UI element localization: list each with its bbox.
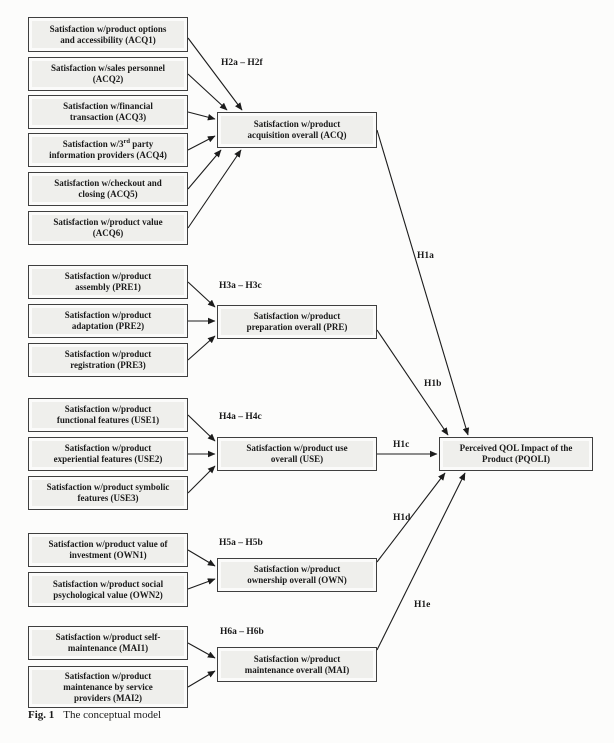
node-acq1: Satisfaction w/product options and acces… [28, 17, 188, 52]
arrows-use-group [187, 414, 216, 494]
arrow-acq4 [187, 135, 216, 151]
hypothesis-label-h2: H2a – H2f [221, 58, 263, 68]
arrow-acq6 [187, 149, 242, 229]
node-own2: Satisfaction w/product social psychologi… [28, 572, 188, 607]
figure-caption-text: The conceptual model [63, 709, 162, 721]
node-pqoli: Perceived QOL Impact of the Product (PQO… [439, 437, 593, 471]
node-acq2: Satisfaction w/sales personnel (ACQ2) [28, 57, 188, 91]
node-use-overall-fill: Satisfaction w/product use overall (USE) [221, 441, 373, 467]
node-acq3: Satisfaction w/financial transaction (AC… [28, 95, 188, 129]
node-acq6: Satisfaction w/product value (ACQ6) [28, 211, 188, 245]
hypothesis-label-h1a: H1a [417, 251, 434, 261]
hypothesis-label-h1b: H1b [424, 379, 442, 389]
arrow-acq5 [187, 149, 222, 190]
arrow-mai1 [187, 642, 216, 659]
node-use-overall: Satisfaction w/product use overall (USE) [217, 437, 377, 471]
hypothesis-label-h1d: H1d [393, 513, 411, 523]
node-mai-overall-fill: Satisfaction w/product maintenance overa… [221, 651, 373, 678]
node-acq5-fill: Satisfaction w/checkout and closing (ACQ… [32, 176, 184, 202]
node-own1: Satisfaction w/product value of investme… [28, 533, 188, 567]
arrow-acq1 [187, 37, 243, 111]
node-mai-overall: Satisfaction w/product maintenance overa… [217, 647, 377, 682]
node-pre1-fill: Satisfaction w/product assembly (PRE1) [32, 269, 184, 295]
node-acq-overall: Satisfaction w/product acquisition overa… [217, 112, 377, 148]
arrow-h1d [376, 472, 446, 563]
node-mai2-fill: Satisfaction w/product maintenance by se… [32, 670, 184, 704]
hypothesis-label-h6: H6a – H6b [220, 627, 264, 637]
node-own-overall-fill: Satisfaction w/product ownership overall… [221, 562, 373, 588]
node-acq5: Satisfaction w/checkout and closing (ACQ… [28, 172, 188, 206]
arrow-use1 [187, 414, 216, 442]
node-use1-fill: Satisfaction w/product functional featur… [32, 402, 184, 428]
node-pre2-fill: Satisfaction w/product adaptation (PRE2) [32, 308, 184, 334]
node-acq4-fill: Satisfaction w/3rd party information pro… [32, 137, 184, 163]
arrows-h1-group [376, 129, 470, 651]
node-pre3-fill: Satisfaction w/product registration (PRE… [32, 347, 184, 373]
node-pqoli-fill: Perceived QOL Impact of the Product (PQO… [443, 441, 589, 467]
node-mai2: Satisfaction w/product maintenance by se… [28, 666, 188, 708]
node-own2-fill: Satisfaction w/product social psychologi… [32, 576, 184, 603]
arrow-h1a [376, 129, 470, 436]
arrow-own1 [187, 549, 216, 567]
node-acq6-fill: Satisfaction w/product value (ACQ6) [32, 215, 184, 241]
hypothesis-label-h1c: H1c [393, 440, 410, 450]
figure-caption-label: Fig. 1 [28, 709, 55, 721]
node-pre3: Satisfaction w/product registration (PRE… [28, 343, 188, 377]
node-acq3-fill: Satisfaction w/financial transaction (AC… [32, 99, 184, 125]
node-use3: Satisfaction w/product symbolic features… [28, 476, 188, 510]
hypothesis-label-h1e: H1e [414, 600, 431, 610]
arrow-mai2 [187, 670, 216, 688]
node-use1: Satisfaction w/product functional featur… [28, 398, 188, 432]
node-acq2-fill: Satisfaction w/sales personnel (ACQ2) [32, 61, 184, 87]
hypothesis-label-h4: H4a – H4c [219, 412, 262, 422]
hypothesis-label-h3: H3a – H3c [219, 281, 262, 291]
arrow-use3 [187, 465, 216, 494]
arrow-pre3 [187, 335, 216, 361]
node-use3-fill: Satisfaction w/product symbolic features… [32, 480, 184, 506]
arrows-own-group [187, 549, 216, 590]
node-acq4-line1: Satisfaction w/3rd party [62, 138, 154, 149]
arrow-h1e [376, 472, 466, 651]
node-own-overall: Satisfaction w/product ownership overall… [217, 558, 377, 592]
node-pre-overall: Satisfaction w/product preparation overa… [217, 305, 377, 339]
node-acq-overall-fill: Satisfaction w/product acquisition overa… [221, 116, 373, 144]
arrows-pre-group [187, 281, 216, 361]
arrow-acq3 [187, 111, 216, 121]
node-own1-fill: Satisfaction w/product value of investme… [32, 537, 184, 563]
arrow-acq2 [187, 73, 228, 111]
figure-caption: Fig. 1 The conceptual model [28, 709, 161, 721]
node-acq1-fill: Satisfaction w/product options and acces… [32, 21, 184, 48]
arrow-pre1 [187, 281, 216, 308]
node-use2-fill: Satisfaction w/product experiential feat… [32, 441, 184, 467]
arrows-mai-group [187, 642, 216, 688]
node-use2: Satisfaction w/product experiential feat… [28, 437, 188, 471]
node-pre2: Satisfaction w/product adaptation (PRE2) [28, 304, 188, 338]
node-mai1: Satisfaction w/product self- maintenance… [28, 626, 188, 660]
node-acq4: Satisfaction w/3rd party information pro… [28, 133, 188, 167]
arrow-own2 [187, 578, 216, 590]
hypothesis-label-h5: H5a – H5b [219, 538, 263, 548]
node-mai1-fill: Satisfaction w/product self- maintenance… [32, 630, 184, 656]
node-pre1: Satisfaction w/product assembly (PRE1) [28, 265, 188, 299]
node-pre-overall-fill: Satisfaction w/product preparation overa… [221, 309, 373, 335]
